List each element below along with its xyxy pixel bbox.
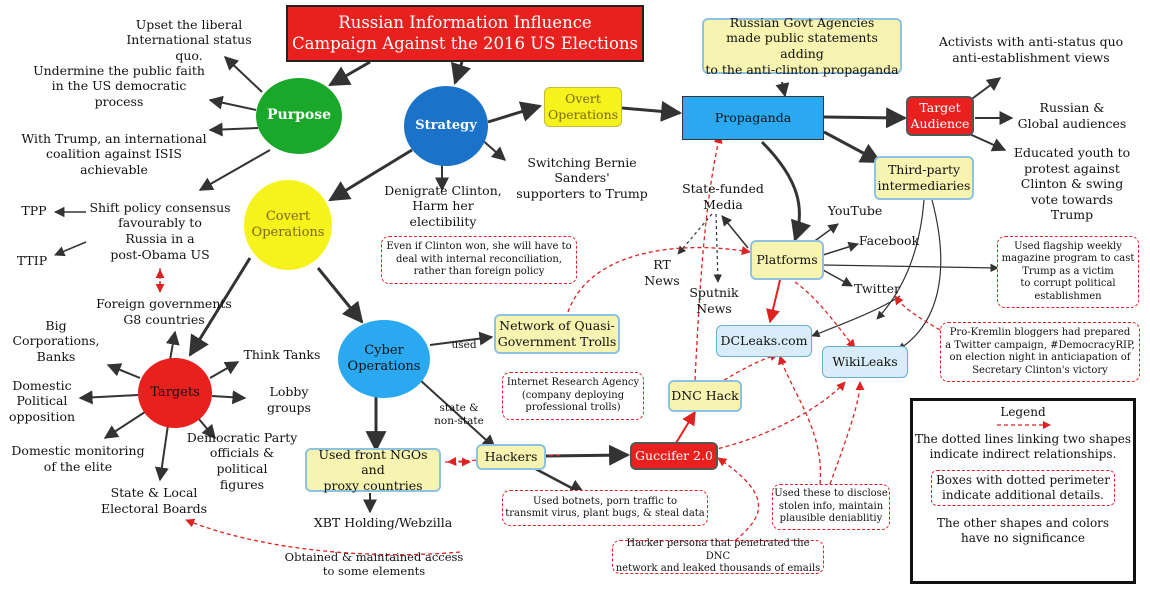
- wikileaks-node: WikiLeaks: [822, 346, 908, 378]
- note-disclose-stolen-info: Used these to disclose stolen info, main…: [772, 484, 890, 530]
- label-state-local: State & Local Electoral Boards: [100, 485, 208, 516]
- label-trump-isis: With Trump, an international coalition a…: [21, 130, 207, 177]
- label-shift-policy: Shift policy consensus favourably to Rus…: [89, 199, 231, 262]
- diagram-title: Russian Information Influence Campaign A…: [286, 5, 644, 62]
- label-xbt-holding: XBT Holding/Webzilla: [313, 515, 453, 531]
- label-undermine: Undermine the public faith in the US dem…: [33, 62, 205, 109]
- label-state-nonstate: state & non-state: [434, 401, 484, 427]
- label-denigrate: Denigrate Clinton, Harm her electibility: [384, 182, 502, 229]
- label-used: used: [451, 339, 477, 352]
- label-obtained-access: Obtained & maintained access to some ele…: [284, 549, 464, 578]
- front-ngos-node: Used front NGOs and proxy countries: [305, 447, 441, 493]
- legend-dotted-boxes-text: Boxes with dotted perimeter indicate add…: [930, 470, 1115, 506]
- label-democratic-party: Democratic Party officials & political f…: [186, 429, 298, 492]
- label-lobby-groups: Lobby groups: [267, 384, 311, 415]
- legend-title: Legend: [1000, 405, 1046, 419]
- hackers-node: Hackers: [476, 444, 546, 470]
- label-foreign-governments: Foreign governments G8 countries: [96, 296, 232, 327]
- label-think-tanks: Think Tanks: [243, 347, 321, 363]
- note-pro-kremlin-bloggers: Pro-Kremlin bloggers had prepared a Twit…: [940, 322, 1140, 382]
- legend-dotted-arrow-icon: [997, 421, 1051, 429]
- label-switching: Switching Bernie Sanders' supporters to …: [516, 154, 648, 201]
- label-upset: Upset the liberal International status q…: [126, 16, 252, 63]
- quasi-government-trolls-node: Network of Quasi- Government Trolls: [494, 314, 620, 354]
- dcleaks-node: DCLeaks.com: [716, 325, 812, 357]
- label-tpp: TPP: [21, 203, 47, 219]
- label-domestic-political: Domestic Political opposition: [8, 377, 76, 424]
- legend-dotted-lines-text: The dotted lines linking two shapes indi…: [914, 432, 1132, 461]
- note-hacker-persona: Hacker persona that penetrated the DNC n…: [612, 538, 824, 574]
- russian-govt-agencies-node: Russian Govt Agencies made public statem…: [702, 15, 902, 77]
- platforms-node: Platforms: [750, 240, 824, 280]
- strategy-node: Strategy: [404, 86, 488, 166]
- legend-other-shapes-text: The other shapes and colors have no sign…: [936, 516, 1110, 545]
- legend: Legend The dotted lines linking two shap…: [910, 398, 1136, 584]
- label-russian-global: Russian & Global audiences: [1017, 100, 1127, 131]
- label-big-corporations: Big Corporations, Banks: [12, 317, 100, 364]
- label-educated-youth: Educated youth to protest against Clinto…: [1013, 144, 1131, 223]
- label-youtube: YouTube: [827, 203, 883, 219]
- note-internet-research-agency: Internet Research Agency (company deploy…: [502, 372, 644, 420]
- note-botnets: Used botnets, porn traffic to transmit v…: [502, 490, 708, 526]
- label-sputnik-news: Sputnik News: [689, 285, 739, 316]
- target-audience-node: Target Audience: [906, 96, 974, 136]
- label-domestic-monitoring: Domestic monitoring of the elite: [11, 443, 145, 474]
- dnc-hack-node: DNC Hack: [668, 380, 742, 412]
- targets-node: Targets: [138, 358, 212, 428]
- covert-operations-node: Covert Operations: [244, 180, 332, 270]
- propaganda-node: Propaganda: [682, 96, 824, 140]
- third-party-intermediaries-node: Third-party intermediaries: [874, 156, 974, 200]
- label-activists: Activists with anti-status quo anti-esta…: [938, 34, 1124, 65]
- label-rt-news: RT News: [644, 257, 680, 288]
- label-twitter: Twitter: [853, 281, 900, 297]
- cyber-operations-node: Cyber Operations: [338, 320, 430, 398]
- label-state-funded-media: State-funded Media: [682, 181, 764, 212]
- label-ttip: TTIP: [16, 253, 48, 269]
- purpose-node: Purpose: [256, 78, 342, 154]
- note-clinton-won: Even if Clinton won, she will have to de…: [381, 236, 577, 284]
- guccifer-node: Guccifer 2.0: [630, 442, 718, 470]
- overt-operations-node: Overt Operations: [544, 87, 622, 127]
- note-flagship-program: Used flagship weekly magazine program to…: [997, 236, 1139, 308]
- label-facebook: Facebook: [858, 233, 920, 249]
